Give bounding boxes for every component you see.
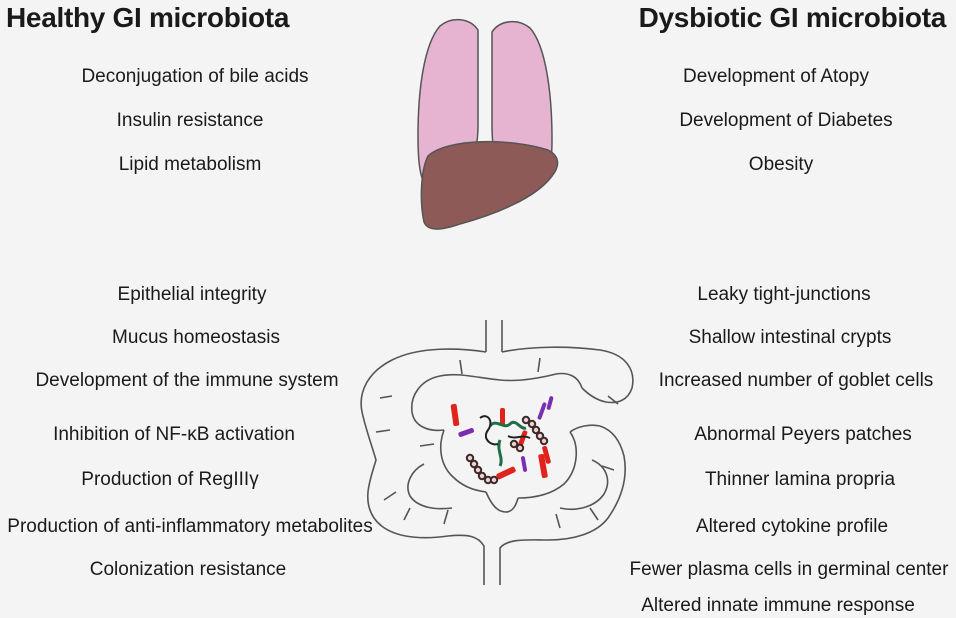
dysbiotic-gut-item: Thinner lamina propria [704,469,896,490]
dysbiotic-gut-item: Altered innate immune response [641,595,915,616]
healthy-systemic-item: Insulin resistance [116,110,264,131]
dysbiotic-gut-item: Shallow intestinal crypts [688,327,892,348]
dysbiotic-microbiota-heading: Dysbiotic GI microbiota [638,2,947,33]
bacteria-icon [450,396,554,485]
intestine-icon [360,320,634,585]
healthy-gut-item: Epithelial integrity [117,284,267,305]
healthy-gut-item: Production of RegIIIγ [81,469,259,490]
dysbiotic-systemic-item: Obesity [748,154,814,175]
dysbiotic-gut-item: Altered cytokine profile [695,516,889,537]
healthy-gut-item: Colonization resistance [89,559,287,580]
dysbiotic-gut-item: Leaky tight-junctions [697,284,871,305]
healthy-gut-item: Inhibition of NF-κB activation [53,424,295,445]
liver-icon [420,140,559,230]
healthy-gut-item: Mucus homeostasis [112,327,280,348]
healthy-systemic-item: Lipid metabolism [118,154,262,175]
dysbiotic-gut-item: Abnormal Peyers patches [694,424,912,445]
healthy-gut-item: Development of the immune system [35,370,339,391]
healthy-systemic-item: Deconjugation of bile acids [81,66,309,87]
dysbiotic-systemic-item: Development of Diabetes [679,110,893,131]
dysbiotic-gut-item: Fewer plasma cells in germinal center [629,559,949,580]
dysbiotic-gut-item: Increased number of goblet cells [658,370,934,391]
healthy-microbiota-heading: Healthy GI microbiota [6,2,290,33]
healthy-gut-item: Production of anti-inflammatory metaboli… [7,516,373,537]
dysbiotic-systemic-item: Development of Atopy [683,66,869,87]
